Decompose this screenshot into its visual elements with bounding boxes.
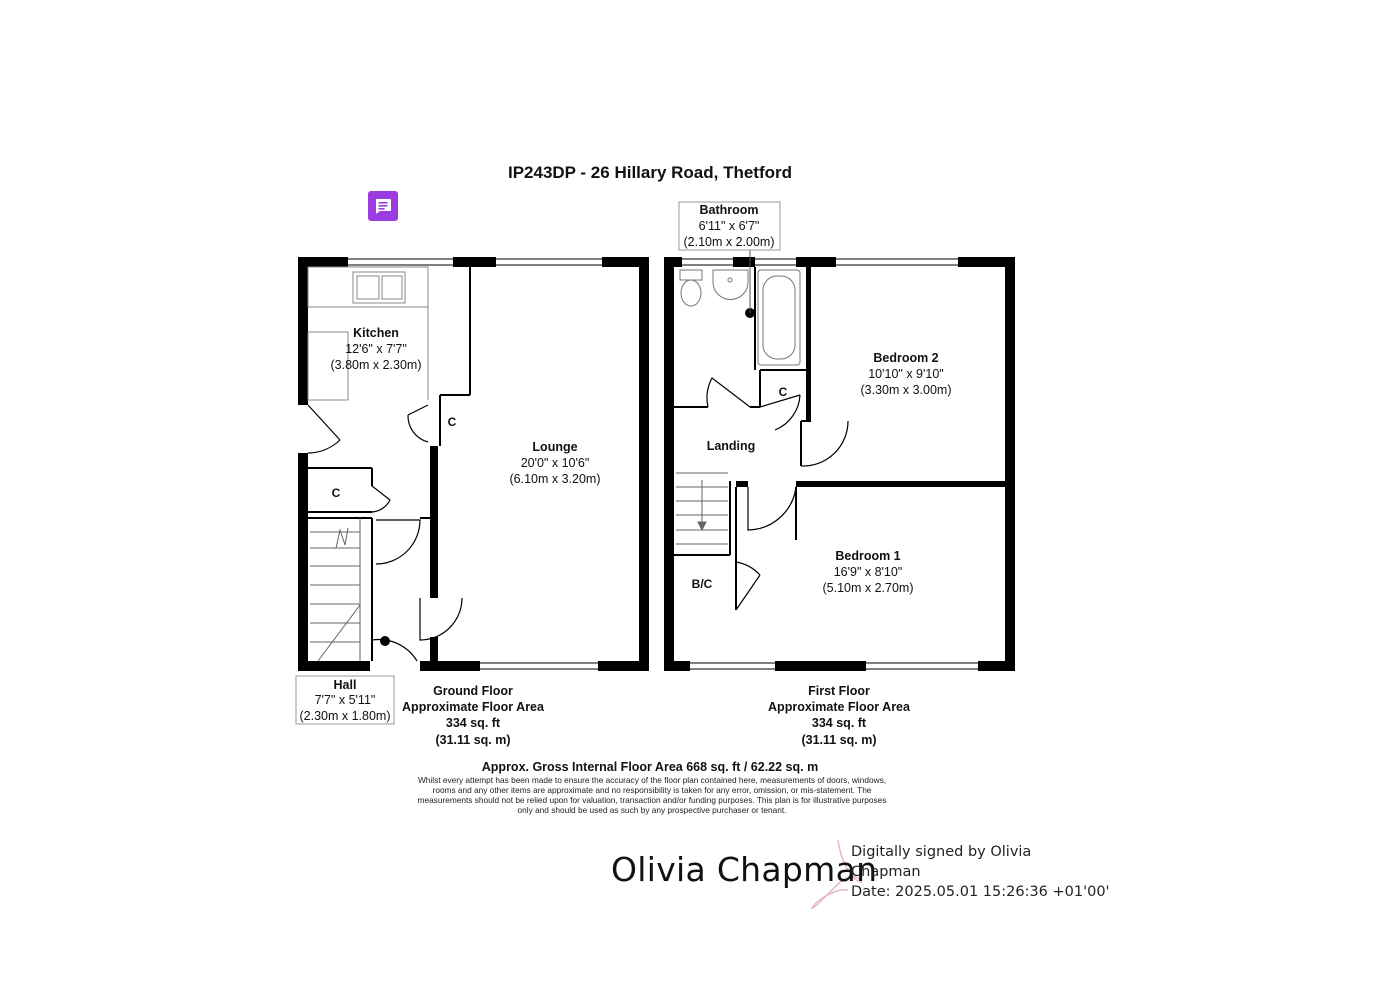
svg-text:(31.11 sq. m): (31.11 sq. m) (435, 733, 510, 747)
comment-icon[interactable] (368, 191, 398, 221)
first-doors (706, 377, 849, 611)
signature-line: Digitally signed by Olivia (851, 844, 1032, 860)
comment-icon-glyph (376, 199, 391, 214)
first-floor-plan (664, 250, 1015, 671)
signature-squiggle-icon (810, 839, 863, 909)
first-windows (682, 258, 978, 670)
svg-text:(31.11 sq. m): (31.11 sq. m) (801, 733, 876, 747)
signature-date: Date: 2025.05.01 15:26:36 +01'00' (851, 884, 1110, 900)
svg-text:First Floor: First Floor (808, 684, 870, 698)
svg-text:10'10" x 9'10": 10'10" x 9'10" (868, 367, 944, 381)
svg-text:12'6" x 7'7": 12'6" x 7'7" (345, 342, 407, 356)
svg-text:6'11" x 6'7": 6'11" x 6'7" (699, 219, 760, 233)
svg-text:(3.30m x 3.00m): (3.30m x 3.00m) (860, 383, 951, 397)
svg-text:Approximate Floor Area: Approximate Floor Area (402, 700, 545, 714)
ground-stair-post (380, 636, 390, 646)
ground-floor-plan (298, 257, 649, 671)
page-title: IP243DP - 26 Hillary Road, Thetford (508, 163, 792, 182)
bathroom-fixtures (679, 269, 801, 366)
disclaimer-line: Whilst every attempt has been made to en… (417, 775, 887, 785)
svg-text:Bathroom: Bathroom (699, 203, 758, 217)
svg-text:(2.30m x 1.80m): (2.30m x 1.80m) (299, 709, 390, 723)
svg-text:(6.10m x 3.20m): (6.10m x 3.20m) (509, 472, 600, 486)
landing-label: Landing (707, 439, 756, 453)
ground-doors (307, 404, 463, 662)
svg-text:Bedroom 2: Bedroom 2 (873, 351, 938, 365)
first-stairs (676, 472, 728, 545)
disclaimer-line: only and should be used as such by any p… (517, 805, 787, 815)
kitchen-label: Kitchen 12'6" x 7'7" (3.80m x 2.30m) (330, 326, 421, 372)
bedroom2-label: Bedroom 2 10'10" x 9'10" (3.30m x 3.00m) (860, 351, 951, 397)
svg-text:Kitchen: Kitchen (353, 326, 399, 340)
landing-cupboard-label: C (779, 385, 788, 399)
lounge-label: Lounge 20'0" x 10'6" (6.10m x 3.20m) (509, 440, 600, 486)
first-outer-walls (664, 257, 1015, 671)
ground-partitions (308, 265, 471, 661)
gross-area: Approx. Gross Internal Floor Area 668 sq… (482, 760, 818, 774)
signature-details: Digitally signed by Olivia Chapman Date:… (851, 842, 1110, 902)
svg-text:334 sq. ft: 334 sq. ft (812, 716, 867, 730)
hall-cupboard-label: C (332, 486, 341, 500)
svg-text:16'9" x 8'10": 16'9" x 8'10" (834, 565, 903, 579)
first-floor-summary: First Floor Approximate Floor Area 334 s… (768, 684, 911, 747)
svg-text:(3.80m x 2.30m): (3.80m x 2.30m) (330, 358, 421, 372)
svg-text:334 sq. ft: 334 sq. ft (446, 716, 501, 730)
first-partitions (674, 267, 811, 610)
svg-text:Lounge: Lounge (532, 440, 577, 454)
svg-text:Hall: Hall (334, 678, 357, 692)
svg-text:20'0" x 10'6": 20'0" x 10'6" (521, 456, 590, 470)
signature-line: Chapman (851, 864, 921, 880)
boiler-cupboard-label: B/C (692, 577, 713, 591)
kitchen-cupboard-label: C (448, 415, 457, 429)
ground-outer-walls (298, 257, 649, 671)
svg-text:7'7" x 5'11": 7'7" x 5'11" (315, 693, 376, 707)
ground-stairs (310, 518, 361, 662)
bathroom-label: Bathroom 6'11" x 6'7" (2.10m x 2.00m) (678, 201, 781, 251)
signature-name: Olivia Chapman (611, 850, 878, 889)
svg-text:(5.10m x 2.70m): (5.10m x 2.70m) (822, 581, 913, 595)
ground-floor-summary: Ground Floor Approximate Floor Area 334 … (402, 684, 545, 747)
disclaimer-line: rooms and any other items are approximat… (432, 785, 872, 795)
svg-text:Approximate Floor Area: Approximate Floor Area (768, 700, 911, 714)
svg-text:Bedroom 1: Bedroom 1 (835, 549, 900, 563)
bedroom1-label: Bedroom 1 16'9" x 8'10" (5.10m x 2.70m) (822, 549, 913, 595)
disclaimer: Whilst every attempt has been made to en… (392, 775, 912, 815)
svg-text:(2.10m x 2.00m): (2.10m x 2.00m) (683, 235, 774, 249)
svg-text:Ground Floor: Ground Floor (433, 684, 513, 698)
kitchen-counters (307, 266, 429, 401)
hall-label: Hall 7'7" x 5'11" (2.30m x 1.80m) (295, 675, 395, 725)
disclaimer-line: measurements should not be relied upon f… (417, 795, 887, 805)
ground-windows (348, 258, 602, 670)
